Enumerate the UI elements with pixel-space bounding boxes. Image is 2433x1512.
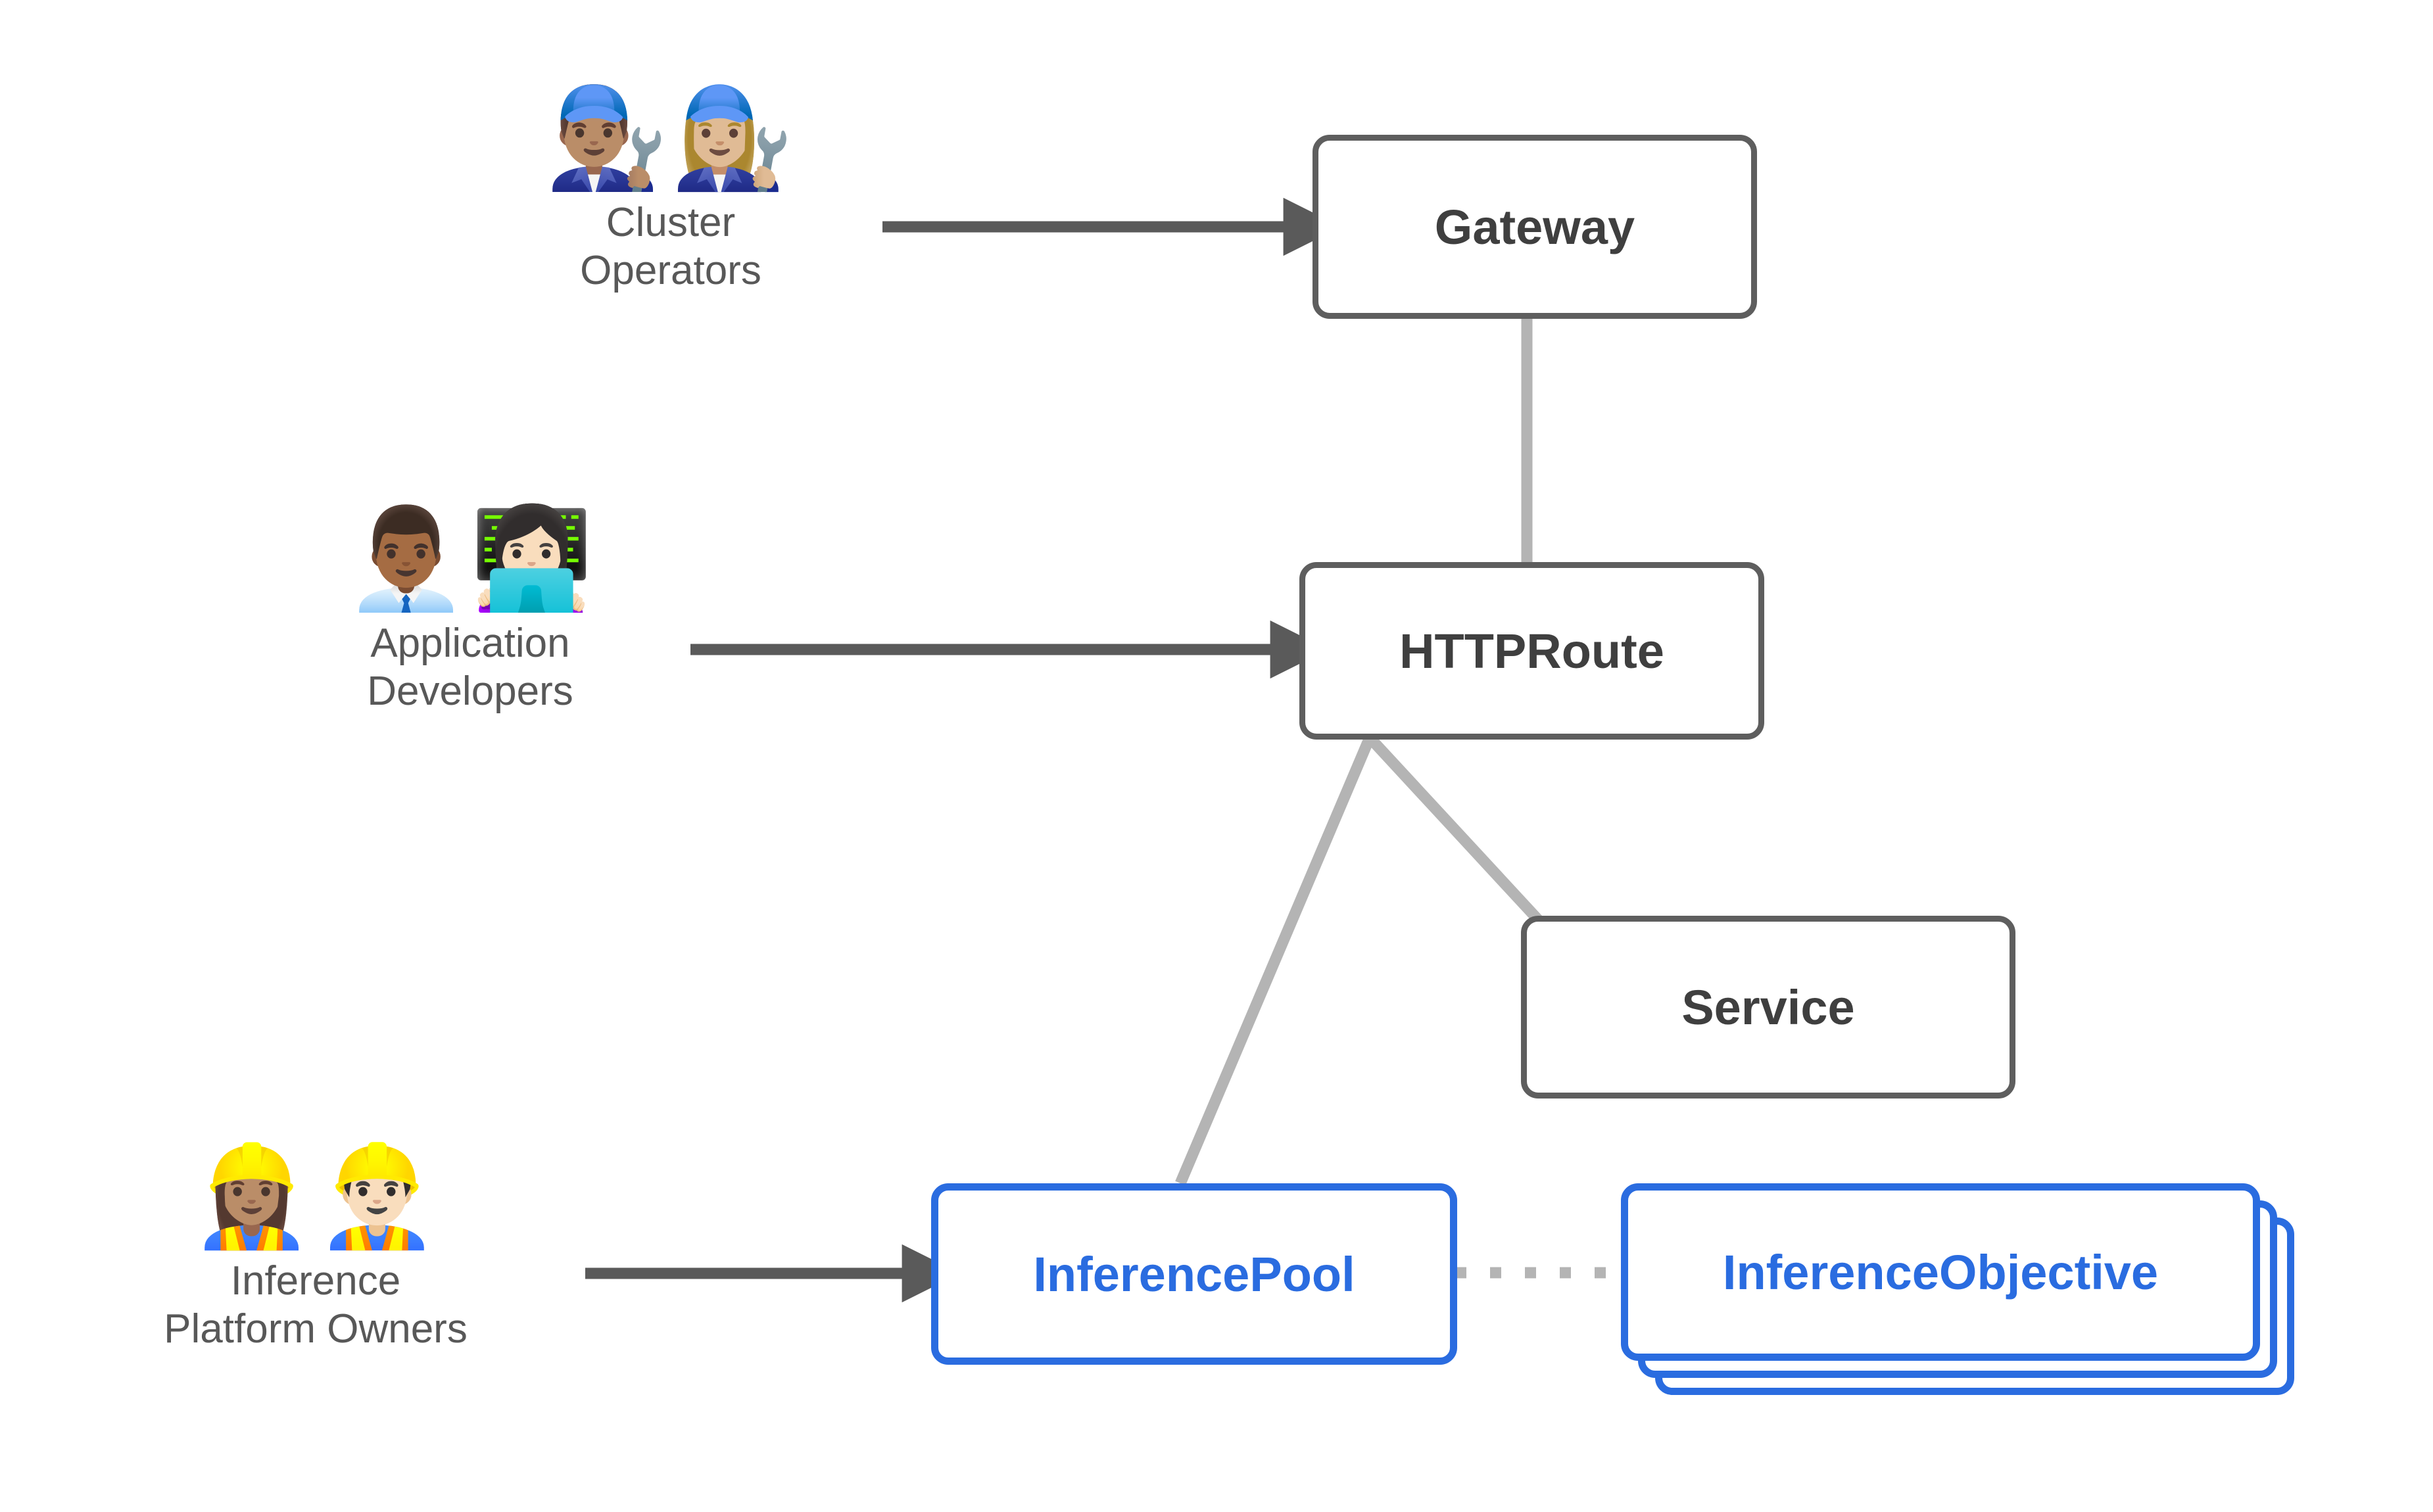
edge-httproute-service xyxy=(1365,734,1543,924)
node-inferenceobjective[interactable]: InferenceObjective xyxy=(1621,1183,2260,1361)
node-label-httproute: HTTPRoute xyxy=(1399,623,1664,678)
cluster-operators-icon: 👨🏽‍🔧👩🏼‍🔧 xyxy=(545,81,796,195)
persona-inference-platform-owners: 👷🏽‍♀️👷🏻‍♂️ Inference Platform Owners xyxy=(145,1147,487,1353)
persona-cluster-operators: 👨🏽‍🔧👩🏼‍🔧 Cluster Operators xyxy=(500,89,842,295)
node-label-inferenceobjective: InferenceObjective xyxy=(1722,1244,2159,1300)
persona-label-cluster-operators: Cluster Operators xyxy=(580,200,761,293)
persona-application-developers: 👨🏾‍💼👩🏻‍💻 Application Developers xyxy=(299,509,641,715)
persona-label-inference-platform-owners: Inference Platform Owners xyxy=(164,1258,468,1352)
node-service[interactable]: Service xyxy=(1521,916,2015,1099)
edge-httproute-inferencepool xyxy=(1175,735,1375,1186)
node-gateway[interactable]: Gateway xyxy=(1313,135,1757,319)
node-httproute[interactable]: HTTPRoute xyxy=(1299,562,1764,740)
node-inferencepool[interactable]: InferencePool xyxy=(931,1183,1457,1365)
node-label-inferencepool: InferencePool xyxy=(1033,1246,1355,1302)
node-label-service: Service xyxy=(1681,980,1855,1035)
inference-platform-owners-icon: 👷🏽‍♀️👷🏻‍♂️ xyxy=(190,1139,441,1254)
application-developers-icon: 👨🏾‍💼👩🏻‍💻 xyxy=(345,502,596,616)
node-label-gateway: Gateway xyxy=(1434,199,1635,254)
persona-label-application-developers: Application Developers xyxy=(367,621,573,714)
